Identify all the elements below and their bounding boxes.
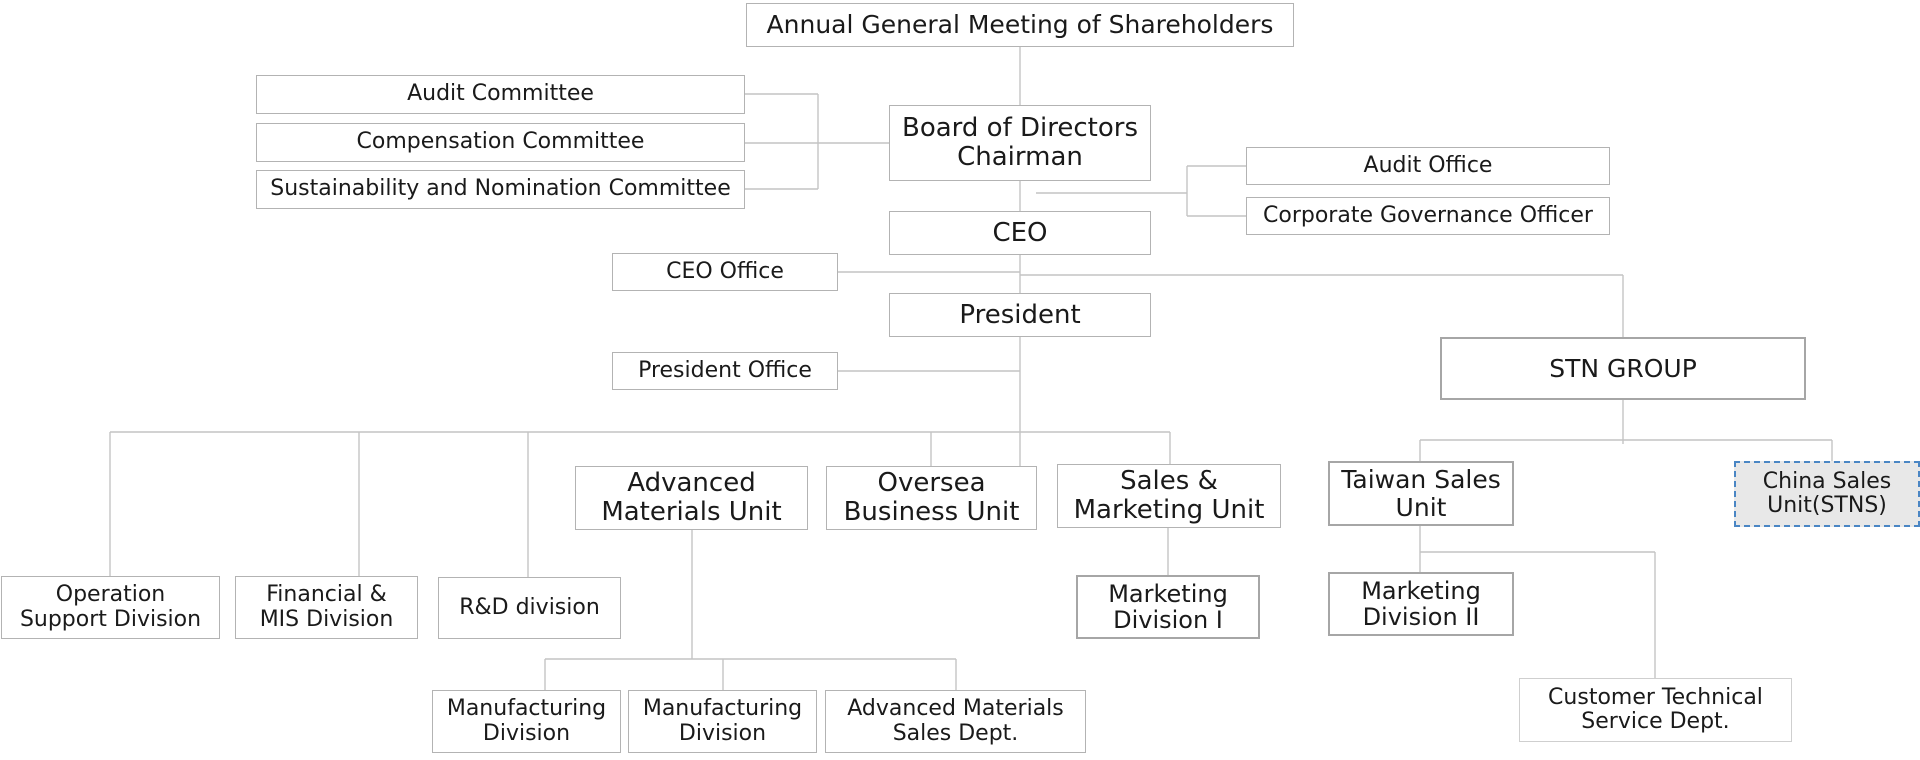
node-advanced-materials-sales-dept: Advanced Materials Sales Dept. [825,690,1086,753]
node-manufacturing-division-2: Manufacturing Division [628,690,817,753]
node-board-of-directors: Board of Directors Chairman [889,105,1151,181]
node-agm: Annual General Meeting of Shareholders [746,3,1294,47]
node-advanced-materials-unit: Advanced Materials Unit [575,466,808,530]
node-corporate-governance-officer: Corporate Governance Officer [1246,197,1610,235]
node-ceo-office: CEO Office [612,253,838,291]
node-sustainability-committee: Sustainability and Nomination Committee [256,170,745,209]
node-customer-technical-service-dept: Customer Technical Service Dept. [1519,678,1792,742]
node-audit-committee: Audit Committee [256,75,745,114]
node-china-sales-unit: China Sales Unit(STNS) [1734,461,1920,527]
node-president: President [889,293,1151,337]
node-marketing-division-2: Marketing Division II [1328,572,1514,636]
node-marketing-division-1: Marketing Division I [1076,575,1260,639]
node-rd-division: R&D division [438,577,621,639]
node-manufacturing-division-1: Manufacturing Division [432,690,621,753]
node-audit-office: Audit Office [1246,147,1610,185]
node-compensation-committee: Compensation Committee [256,123,745,162]
node-oversea-business-unit: Oversea Business Unit [826,466,1037,530]
node-ceo: CEO [889,211,1151,255]
node-financial-mis-division: Financial & MIS Division [235,576,418,639]
node-stn-group: STN GROUP [1440,337,1806,400]
node-sales-marketing-unit: Sales & Marketing Unit [1057,464,1281,528]
node-president-office: President Office [612,352,838,390]
node-operation-support-division: Operation Support Division [1,576,220,639]
node-taiwan-sales-unit: Taiwan Sales Unit [1328,461,1514,526]
